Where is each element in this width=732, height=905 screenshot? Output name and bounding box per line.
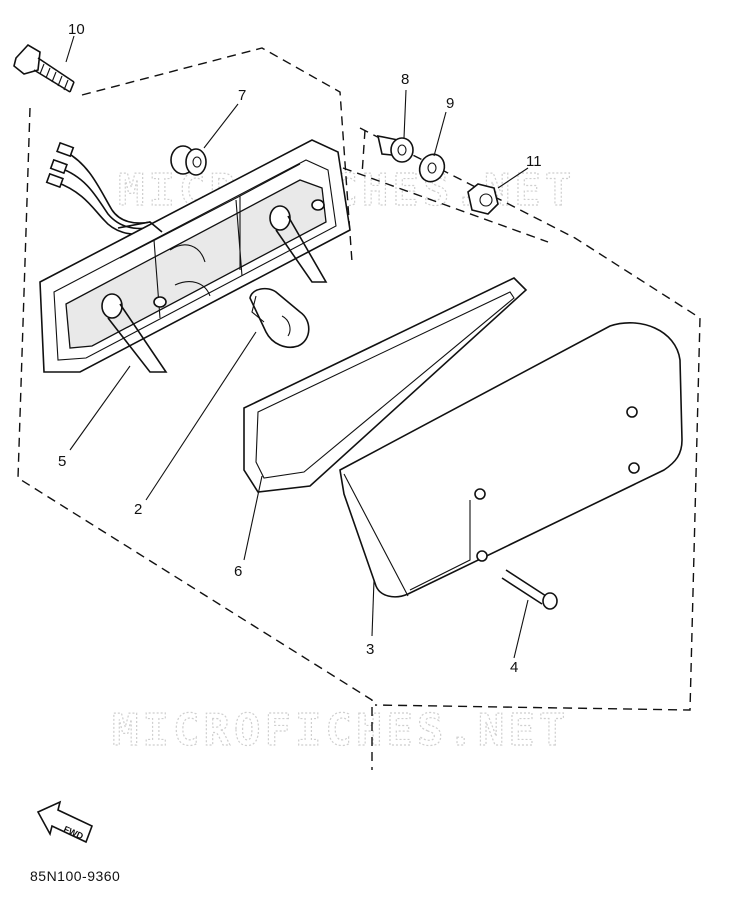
drawing-code: 85N100-9360	[30, 868, 121, 884]
watermark-bottom: MICROFICHES.NET	[112, 705, 569, 756]
washer-part-9	[418, 153, 446, 183]
callout-9: 9	[446, 95, 454, 112]
callout-11: 11	[526, 153, 542, 170]
grommet-part-7	[170, 145, 207, 176]
callout-7: 7	[238, 87, 246, 104]
assembly-outline-left	[17, 47, 373, 770]
wire-harness	[45, 141, 151, 236]
fwd-arrow-icon: FWD	[36, 800, 94, 844]
gasket-part-6	[243, 277, 528, 493]
collar-part-8	[376, 134, 414, 163]
callout-6: 6	[234, 563, 242, 580]
callout-5: 5	[58, 453, 66, 470]
callout-2: 2	[134, 501, 142, 518]
bolt-part-10	[13, 43, 75, 93]
assembly-outline-right	[342, 127, 701, 711]
callout-10: 10	[68, 21, 85, 38]
callout-8: 8	[401, 71, 409, 88]
screw-part-4	[501, 569, 558, 610]
nut-part-11	[467, 183, 499, 215]
lens-part-3	[339, 322, 683, 598]
callout-4: 4	[510, 659, 518, 676]
callout-3: 3	[366, 641, 374, 658]
bulb-part-2	[249, 287, 310, 348]
leader-lines	[65, 35, 529, 659]
lamp-housing-part-5	[39, 139, 351, 373]
